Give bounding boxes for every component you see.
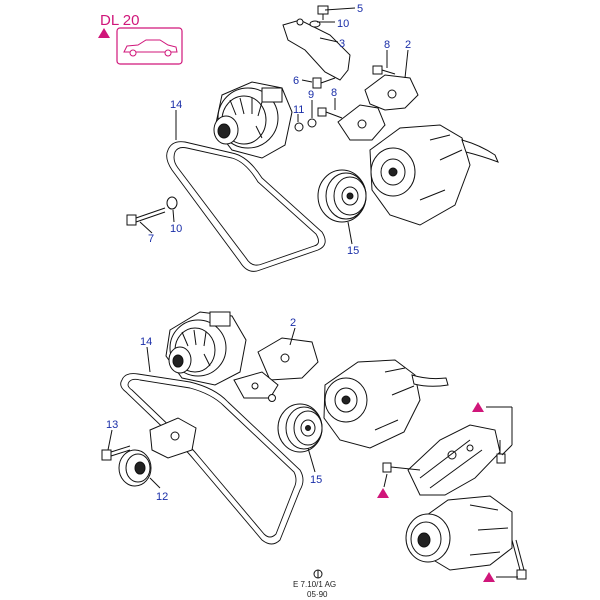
water-pump [369, 124, 499, 226]
pulley [277, 403, 323, 453]
nut [307, 118, 317, 128]
bolt [101, 445, 131, 461]
callout-label: 15 [310, 474, 322, 486]
car-icon [123, 39, 178, 53]
callout-label: 14 [140, 336, 152, 348]
callout-label: 12 [156, 491, 168, 503]
bolt [372, 65, 396, 75]
diagram-code: DL 20 [100, 12, 139, 29]
bolt [511, 539, 527, 580]
callouts-top: 5 10 3 8 2 6 11 9 8 14 7 10 15 [148, 3, 411, 257]
pulley [317, 169, 367, 223]
callout-label: 8 [331, 87, 337, 99]
callout-leaders-bottom [107, 327, 316, 489]
bolt [312, 77, 336, 89]
callout-label: 2 [290, 317, 296, 329]
callout-label: 11 [293, 104, 304, 116]
bottom-assembly [101, 311, 527, 582]
callout-label: 13 [106, 419, 118, 431]
top-assembly [126, 5, 499, 272]
drive-belt [166, 141, 326, 272]
alternator [213, 81, 293, 159]
nut [268, 394, 276, 402]
callout-label: 3 [339, 38, 345, 50]
alternator [165, 311, 247, 386]
footer-reference: E 7.10/1 AG 05·90 [293, 569, 336, 599]
bolt [317, 107, 343, 119]
triangle-marker-icon [377, 488, 389, 498]
callout-label: 9 [308, 89, 314, 101]
callout-label: 6 [293, 75, 299, 87]
callouts-bottom: 14 2 13 12 15 [106, 317, 322, 503]
compressor-bracket [407, 424, 501, 496]
callout-label: 7 [148, 233, 154, 245]
washer [166, 196, 178, 210]
ac-compressor [405, 495, 513, 571]
belt-tensioner [118, 417, 197, 487]
callout-label: 10 [170, 223, 182, 235]
callout-label: 8 [384, 39, 390, 51]
bolt [382, 462, 421, 473]
marker-group [377, 402, 518, 582]
bolt [126, 207, 166, 226]
bolt [496, 440, 506, 464]
callout-label: 10 [337, 18, 349, 30]
triangle-marker-icon [483, 572, 495, 582]
footer-ref: E 7.10/1 AG [293, 580, 336, 589]
bolt [317, 5, 329, 20]
callout-label: 14 [170, 99, 182, 111]
callout-leaders-top [139, 7, 409, 245]
callout-label: 2 [405, 39, 411, 51]
nut [294, 122, 304, 132]
footer-date: 05·90 [307, 590, 328, 599]
water-pump [323, 359, 449, 449]
triangle-marker-icon [472, 402, 484, 412]
triangle-marker-icon [98, 28, 110, 38]
callout-label: 15 [347, 245, 359, 257]
vehicle-badge [116, 27, 183, 65]
callout-label: 5 [357, 3, 363, 15]
